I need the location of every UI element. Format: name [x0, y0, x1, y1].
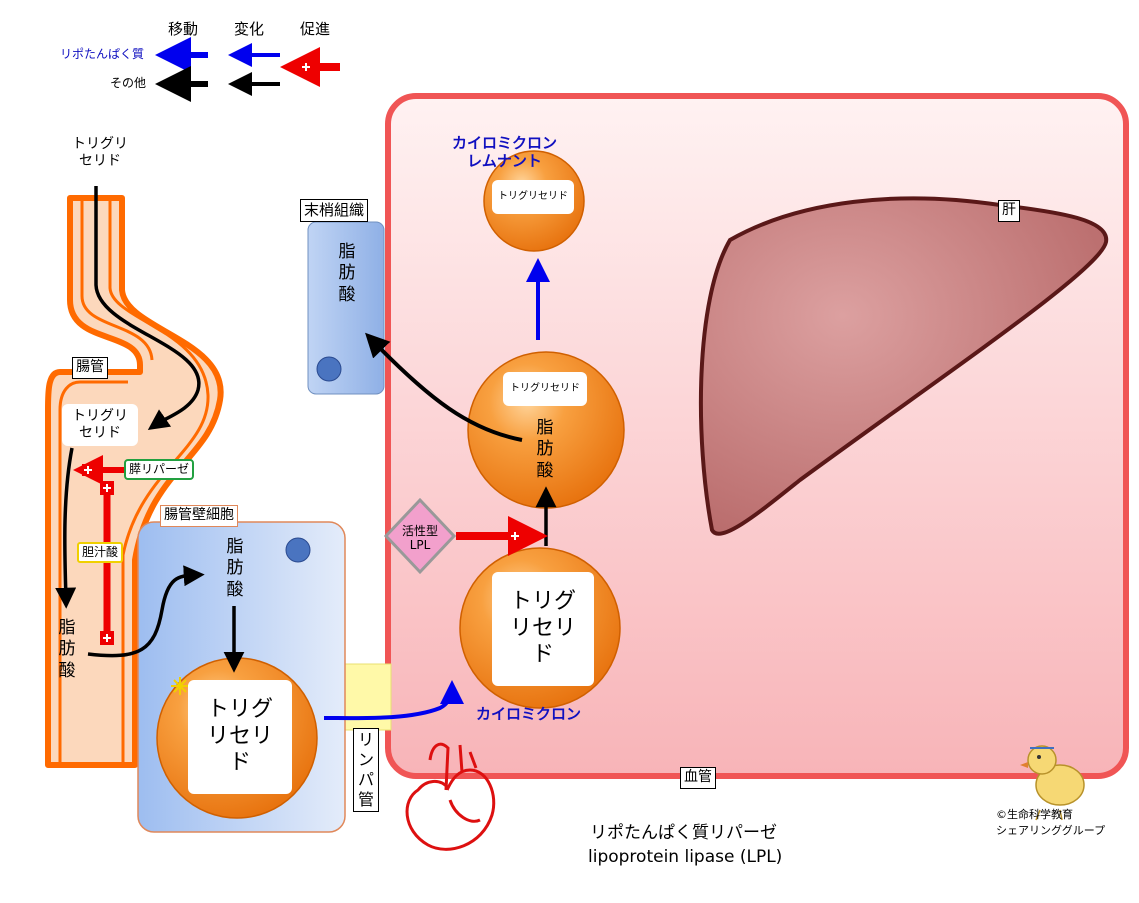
lymph-duct — [344, 663, 392, 731]
credit-line1: ©生命科学教育 — [996, 808, 1073, 821]
middle-triglyceride: トリグリセリド — [503, 372, 587, 406]
middle-fatty-acid: 脂肪酸 — [536, 418, 554, 481]
pancreatic-lipase-label: 膵リパーゼ — [124, 459, 195, 480]
peripheral-fatty-acid: 脂肪酸 — [338, 242, 356, 305]
legend-arrows — [155, 37, 340, 102]
chick-logo-icon — [1020, 745, 1085, 821]
footer-title-en: lipoprotein lipase (LPL) — [588, 847, 783, 867]
footer-title-ja: リポたんぱく質リパーゼ — [590, 823, 777, 843]
legend-col-change: 変化 — [234, 20, 265, 38]
arrow-fatty-acid-to-peripheral — [365, 332, 523, 442]
blood-vessel-label: 血管 — [680, 767, 716, 789]
peripheral-nucleus — [316, 356, 342, 382]
intestine-inner-wall-3 — [58, 380, 128, 765]
legend-row-lipoprotein: リポたんぱく質 — [60, 47, 145, 61]
sparkle-icon — [171, 677, 189, 695]
heart-icon — [405, 742, 496, 851]
credit-line2: シェアリンググループ — [996, 824, 1106, 837]
chylomicron-label: カイロミクロン — [476, 705, 582, 723]
remnant-triglyceride: トリグリセリド — [492, 180, 574, 214]
liver-label: 肝 — [998, 200, 1020, 222]
epithelial-nucleus — [285, 537, 311, 563]
arrow-tg-into-intestine — [94, 186, 201, 431]
epithelial-fatty-acid: 脂肪酸 — [226, 537, 244, 600]
intestine-inner-wall — [80, 198, 154, 361]
lymph-duct-label: リンパ管 — [353, 728, 379, 812]
epithelial-cell-title: 腸管壁細胞 — [160, 505, 238, 527]
intestine-inner-wall-2 — [108, 198, 210, 765]
chylomicron-remnant-label: カイロミクロン レムナント — [452, 134, 558, 170]
legend-row-other: その他 — [110, 76, 147, 90]
arrow-fatty-acid-into-cell — [87, 565, 205, 658]
peripheral-tissue-title: 末梢組織 — [300, 199, 369, 222]
intestine-tube-label: 腸管 — [72, 357, 108, 379]
legend-col-promote: 促進 — [300, 20, 331, 38]
active-lpl-label: 活性型 LPL — [401, 524, 438, 553]
arrow-tg-to-fatty-acid — [55, 447, 77, 609]
epithelial-triglyceride: トリグ リセリ ド — [188, 680, 292, 794]
peripheral-tissue — [307, 221, 385, 395]
arrow-tg-into-lymph — [323, 680, 464, 721]
intestine-fatty-acid: 脂肪酸 — [58, 618, 76, 681]
liver-shape — [698, 196, 1109, 536]
legend-col-move: 移動 — [168, 20, 199, 38]
chylomicron-triglyceride: トリグ リセリ ド — [492, 572, 594, 686]
intestine-triglyceride: トリグリ セリド — [62, 404, 138, 446]
active-lpl-diamond — [383, 497, 457, 575]
intestine-input-label: トリグリ セリド — [72, 136, 128, 169]
bile-acid-label: 胆汁酸 — [77, 542, 124, 563]
